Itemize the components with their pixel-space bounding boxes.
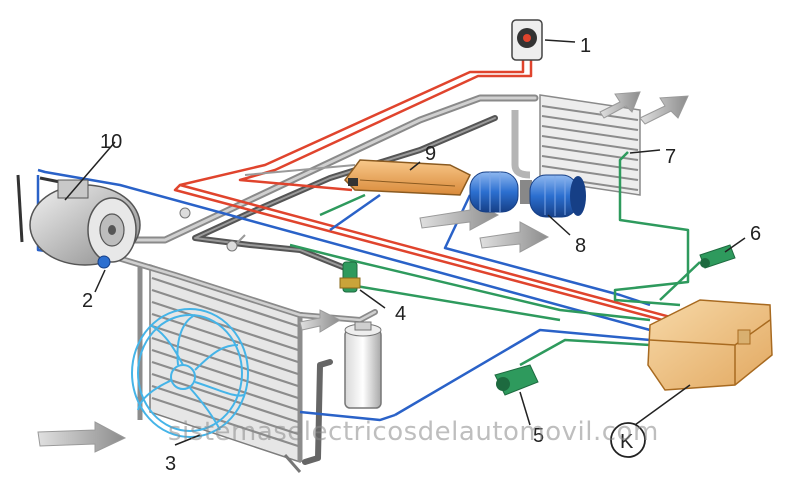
compressor	[16, 174, 238, 269]
label-4: 4	[395, 303, 406, 325]
red-wire	[173, 58, 701, 332]
sensor-5	[494, 364, 539, 396]
label-1: 1	[580, 35, 591, 57]
airflow-arrows	[37, 91, 689, 453]
control-unit	[344, 159, 472, 196]
watermark: sistemaselectricosdelautomovil.com	[168, 417, 659, 447]
refrigerant-pipes	[115, 94, 539, 465]
label-10: 10	[100, 131, 122, 153]
label-6: 6	[750, 223, 761, 245]
receiver-drier	[344, 321, 382, 409]
control-panel-sensor	[511, 19, 543, 61]
label-3: 3	[165, 453, 176, 475]
label-9: 9	[425, 143, 436, 165]
label-5: 5	[533, 425, 544, 447]
callout-leaders	[64, 39, 746, 446]
blower-motor	[469, 171, 586, 218]
label-2: 2	[82, 290, 93, 312]
callout-k-circle	[610, 422, 646, 458]
label-7: 7	[665, 146, 676, 168]
label-8: 8	[575, 235, 586, 257]
condenser-fan	[131, 308, 249, 438]
pressure-switch	[339, 261, 361, 293]
evaporator	[511, 94, 641, 196]
label-k: K	[620, 431, 634, 453]
green-wire	[289, 151, 701, 367]
heater-ac-module	[647, 299, 773, 391]
